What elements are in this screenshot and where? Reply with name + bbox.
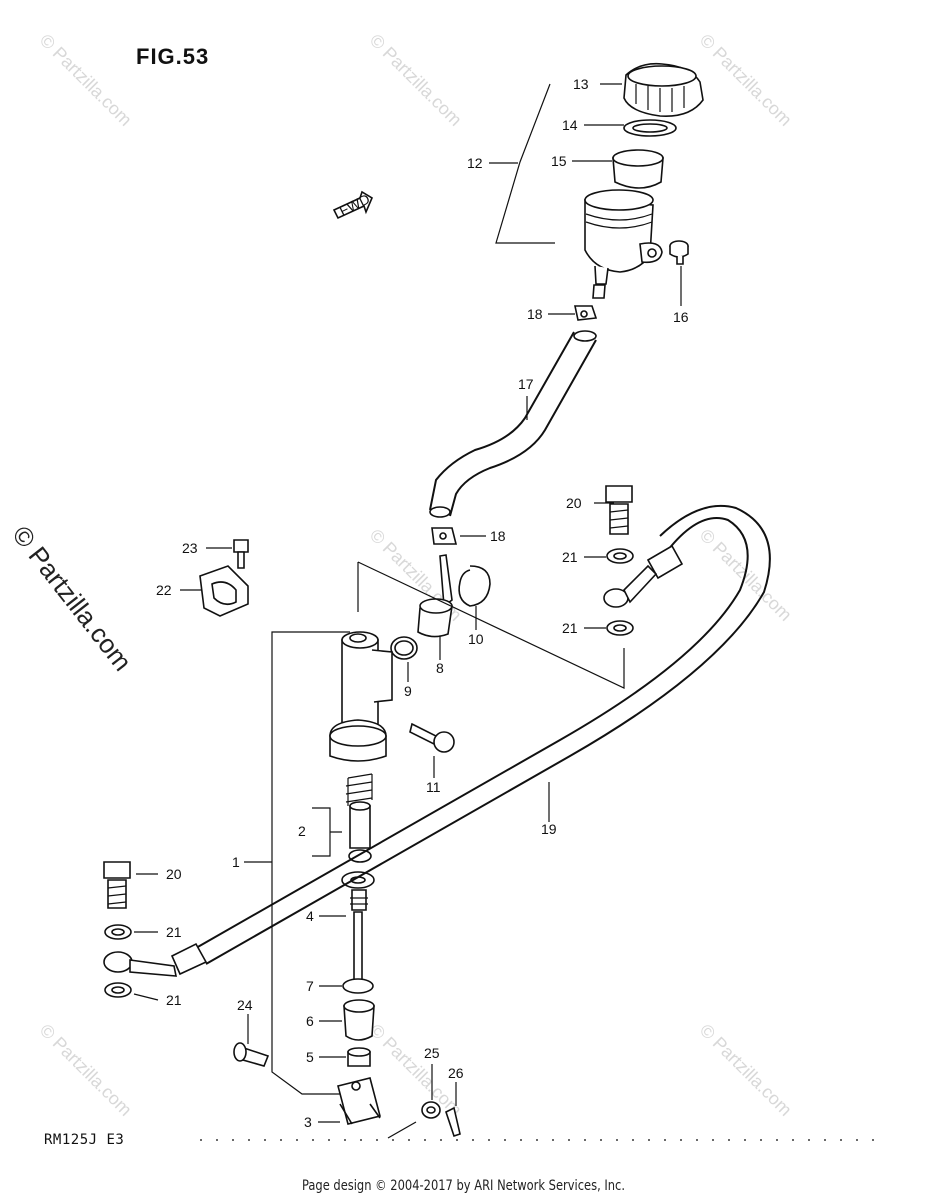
callout-4: 4 xyxy=(306,908,314,924)
hose-guide-bolt[interactable] xyxy=(233,539,249,569)
callout-6: 6 xyxy=(306,1013,314,1029)
callout-21-d: 21 xyxy=(166,992,182,1008)
callout-22: 22 xyxy=(156,582,172,598)
clevis-pin[interactable] xyxy=(233,1042,270,1067)
callout-15: 15 xyxy=(551,153,567,169)
banjo-fitting-upper[interactable] xyxy=(603,564,658,608)
callout-16: 16 xyxy=(673,309,689,325)
fwd-arrow-icon: FWD xyxy=(332,191,374,220)
reservoir-diaphragm[interactable] xyxy=(612,149,664,189)
callout-2: 2 xyxy=(298,823,306,839)
pushrod-circlip[interactable] xyxy=(342,978,374,994)
callout-8: 8 xyxy=(436,660,444,676)
svg-text:FWD: FWD xyxy=(337,191,373,219)
reservoir-cap[interactable] xyxy=(623,62,704,117)
reservoir-plate[interactable] xyxy=(623,119,677,137)
banjo-bolt-upper[interactable] xyxy=(605,485,633,535)
cotter-pin[interactable] xyxy=(445,1106,461,1138)
piston[interactable] xyxy=(348,801,372,863)
pushrod[interactable] xyxy=(350,889,368,981)
sealing-washer[interactable] xyxy=(606,620,634,636)
reservoir-tank[interactable] xyxy=(584,189,663,299)
pushrod-nut[interactable] xyxy=(347,1047,371,1067)
sealing-washer[interactable] xyxy=(104,982,132,998)
reservoir-hose[interactable] xyxy=(429,330,597,518)
callout-3: 3 xyxy=(304,1114,312,1130)
callout-7: 7 xyxy=(306,978,314,994)
callout-19: 19 xyxy=(541,821,557,837)
callout-21-c: 21 xyxy=(166,924,182,940)
leader-lines xyxy=(133,83,682,1139)
callout-5: 5 xyxy=(306,1049,314,1065)
model-code: RM125J E3 xyxy=(44,1132,125,1148)
pushrod-boot-seat[interactable] xyxy=(341,871,375,889)
callout-21-b: 21 xyxy=(562,620,578,636)
callout-12: 12 xyxy=(467,155,483,171)
callout-25: 25 xyxy=(424,1045,440,1061)
sealing-washer[interactable] xyxy=(104,924,132,940)
banjo-bolt-lower[interactable] xyxy=(103,861,131,909)
callout-1: 1 xyxy=(232,854,240,870)
callout-17: 17 xyxy=(518,376,534,392)
circlip[interactable] xyxy=(458,565,491,607)
sealing-washer[interactable] xyxy=(606,548,634,564)
hose-guide[interactable] xyxy=(199,565,249,617)
callout-18-lower: 18 xyxy=(490,528,506,544)
callout-20-upper: 20 xyxy=(566,495,582,511)
callout-18-upper: 18 xyxy=(527,306,543,322)
callout-20-lower: 20 xyxy=(166,866,182,882)
master-cylinder-body[interactable] xyxy=(329,631,393,762)
callout-26: 26 xyxy=(448,1065,464,1081)
callout-labels: 13 14 15 12 16 18 17 18 20 21 21 23 22 1… xyxy=(156,76,689,1130)
page-footer: Page design © 2004-2017 by ARI Network S… xyxy=(301,1178,626,1194)
clevis[interactable] xyxy=(337,1077,381,1125)
callout-21-a: 21 xyxy=(562,549,578,565)
mounting-bolt[interactable] xyxy=(409,722,455,753)
reservoir-screw[interactable] xyxy=(669,240,689,265)
hose-connector[interactable] xyxy=(417,554,453,638)
piston-spring[interactable] xyxy=(345,773,373,806)
callout-10: 10 xyxy=(468,631,484,647)
hose-clamp-lower[interactable] xyxy=(431,527,458,545)
brake-hose[interactable] xyxy=(170,504,771,976)
washer[interactable] xyxy=(421,1101,441,1119)
callout-24: 24 xyxy=(237,997,253,1013)
callout-23: 23 xyxy=(182,540,198,556)
o-ring[interactable] xyxy=(390,636,418,660)
banjo-fitting-lower[interactable] xyxy=(103,951,177,977)
callout-9: 9 xyxy=(404,683,412,699)
callout-11: 11 xyxy=(426,779,441,795)
figure-title: FIG.53 xyxy=(136,44,210,69)
pushrod-boot[interactable] xyxy=(343,999,375,1041)
callout-14: 14 xyxy=(562,117,578,133)
callout-13: 13 xyxy=(573,76,589,92)
hose-clamp-upper[interactable] xyxy=(574,305,598,321)
